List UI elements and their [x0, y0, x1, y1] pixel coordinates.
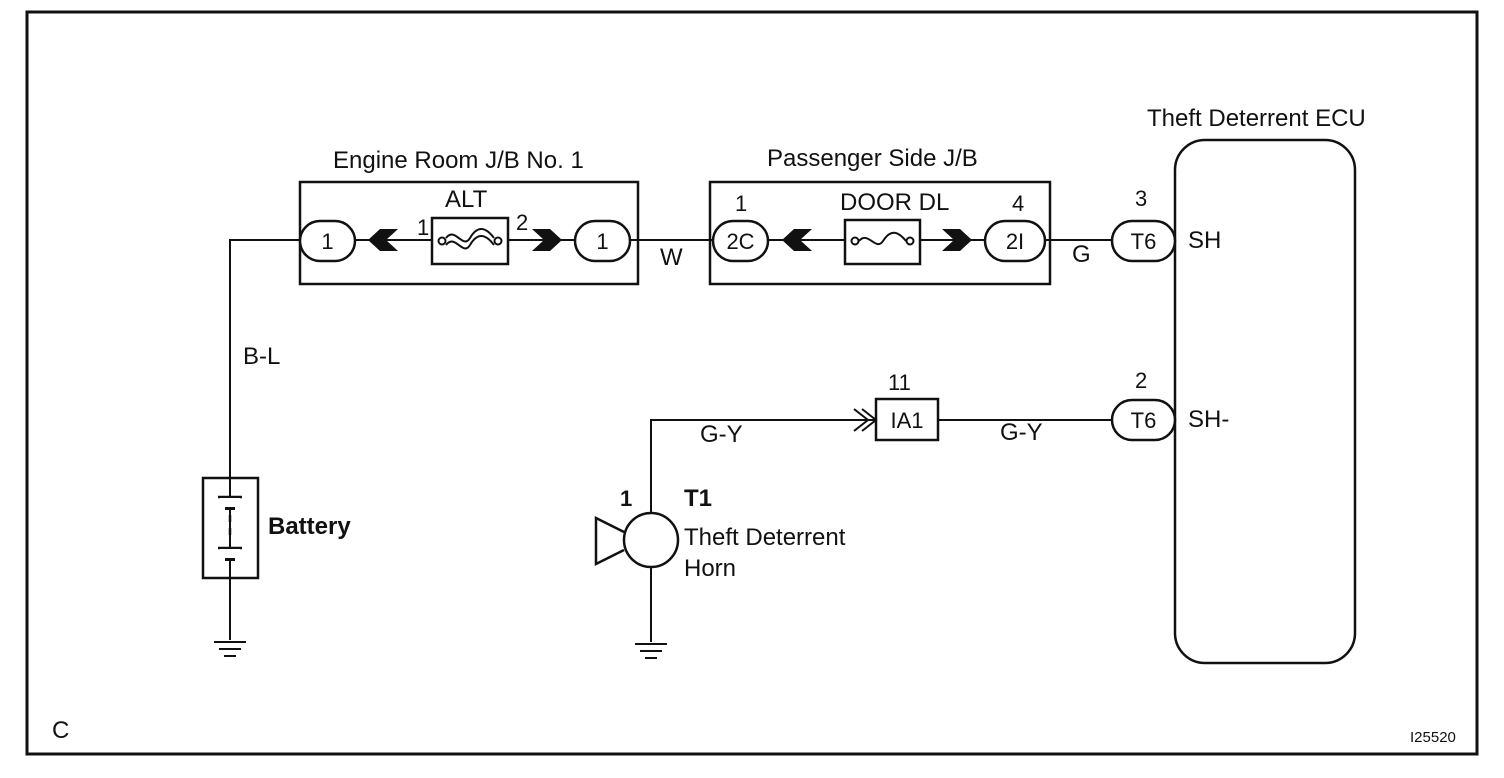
alt-fusible-link-symbol-2 — [445, 235, 495, 250]
ecu-sh-pin: 3 — [1135, 186, 1147, 211]
wire-label-gy-right: G-Y — [1000, 419, 1043, 446]
pjb-out-connector — [983, 219, 1047, 263]
pjb-out-connector-label: 2I — [1006, 229, 1024, 254]
ecu-sh-connector — [1110, 219, 1177, 263]
battery-box — [201, 476, 260, 580]
ecu-box — [1173, 138, 1357, 665]
ecu-label: Theft Deterrent ECU — [1147, 105, 1366, 132]
horn-name-line1: Theft Deterrent — [684, 524, 846, 551]
diagram-frame — [25, 10, 1479, 756]
horn-name-line2: Horn — [684, 555, 736, 582]
pjb-in-connector-label: 2C — [726, 229, 754, 254]
corner-letter: C — [52, 717, 69, 744]
horn-code: T1 — [684, 485, 712, 512]
figure-id: I25520 — [1410, 729, 1456, 746]
erjb-in-connector — [298, 219, 357, 263]
ecu-shm-connector — [1110, 398, 1177, 442]
alt-fuse-terminal-left — [437, 236, 447, 246]
ecu-sh-connector-label: T6 — [1131, 229, 1157, 254]
ia1-connector — [874, 397, 940, 442]
engine-room-jb-box — [298, 180, 640, 286]
erjb-out-connector — [573, 219, 632, 263]
ia1-pin: 11 — [888, 370, 911, 395]
door-fuse-terminal-left — [850, 236, 860, 246]
alt-pin-2: 2 — [516, 210, 528, 235]
alt-fusible-link-box — [430, 216, 510, 266]
door-fuse-label: DOOR DL — [840, 189, 949, 216]
wire-label-w: W — [660, 244, 683, 271]
erjb-left-arrow — [368, 229, 398, 251]
ecu-shm-pin: 2 — [1135, 368, 1147, 393]
wire-label-bl: B-L — [243, 343, 280, 370]
erjb-right-arrow — [532, 229, 562, 251]
erjb-out-connector-label: 1 — [596, 229, 608, 254]
pjb-pin-4: 4 — [1012, 191, 1024, 216]
wire-gy-horn — [650, 419, 876, 515]
battery-ground-icon — [214, 641, 246, 657]
wire-battery-bl — [229, 239, 300, 640]
ecu-sh-terminal: SH — [1188, 227, 1221, 254]
pjb-pin-1: 1 — [735, 191, 747, 216]
pjb-right-arrow — [942, 229, 972, 251]
alt-fuse-terminal-right — [493, 236, 503, 246]
battery-label: Battery — [268, 513, 351, 540]
erjb-in-connector-label: 1 — [321, 229, 333, 254]
horn-bell-icon — [594, 515, 625, 567]
alt-pin-1: 1 — [417, 215, 429, 240]
horn-icon — [622, 511, 680, 569]
horn-ground-icon — [635, 643, 667, 659]
pjb-left-arrow — [782, 229, 812, 251]
ecu-shm-connector-label: T6 — [1131, 408, 1157, 433]
engine-room-jb-label: Engine Room J/B No. 1 — [333, 147, 584, 174]
passenger-jb-box — [708, 180, 1052, 286]
ia1-connector-label: IA1 — [890, 408, 923, 433]
passenger-jb-label: Passenger Side J/B — [767, 145, 978, 172]
wire-label-g: G — [1072, 241, 1091, 268]
wire-label-gy-left: G-Y — [700, 421, 743, 448]
pjb-in-connector — [711, 219, 770, 263]
alt-fuse-label: ALT — [445, 186, 488, 213]
battery-symbol — [218, 495, 242, 561]
door-fuse-symbol — [858, 231, 907, 246]
door-fuse-box — [843, 218, 922, 266]
battery-wire-gap-2 — [220, 549, 240, 558]
ecu-shm-terminal: SH- — [1188, 406, 1229, 433]
horn-pin: 1 — [620, 486, 632, 511]
alt-fusible-link-symbol — [445, 228, 495, 243]
battery-wire-gap — [220, 498, 240, 507]
door-fuse-terminal-right — [905, 236, 915, 246]
